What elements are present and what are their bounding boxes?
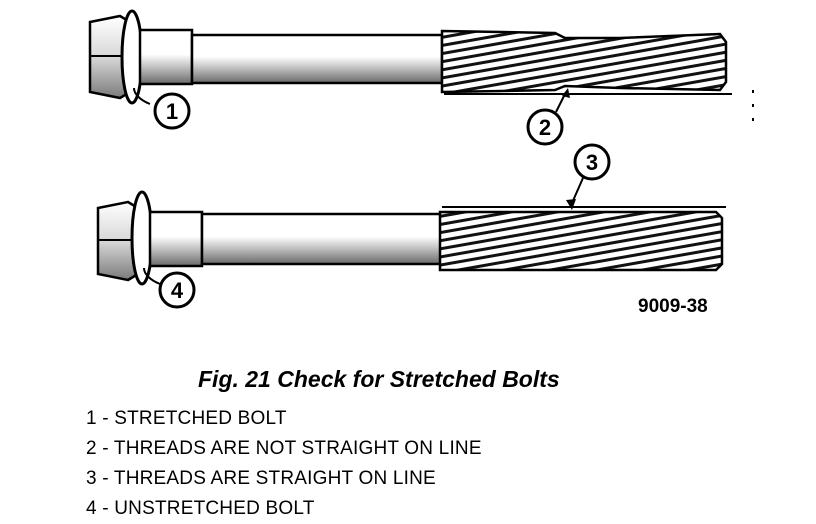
edge-marks <box>752 90 754 121</box>
svg-text:2: 2 <box>539 115 551 140</box>
unstretched-bolt <box>96 190 726 286</box>
legend-item: 4 - UNSTRETCHED BOLT <box>86 498 315 519</box>
callout-1: 1 <box>133 87 191 130</box>
callout-3: 3 <box>566 143 611 210</box>
legend-list: 1 - STRETCHED BOLT 2 - THREADS ARE NOT S… <box>86 404 482 524</box>
figure-caption: Fig. 21 Check for Stretched Bolts <box>198 366 560 392</box>
svg-text:1: 1 <box>166 99 178 124</box>
svg-text:3: 3 <box>586 150 598 175</box>
legend-item: 1 - STRETCHED BOLT <box>86 408 287 429</box>
legend-item: 2 - THREADS ARE NOT STRAIGHT ON LINE <box>86 438 482 459</box>
legend-item: 3 - THREADS ARE STRAIGHT ON LINE <box>86 468 436 489</box>
part-number: 9009-38 <box>638 296 708 317</box>
svg-text:4: 4 <box>171 278 184 303</box>
callout-4: 4 <box>143 267 196 309</box>
callout-2: 2 <box>526 88 570 146</box>
stretched-bolt <box>88 9 732 105</box>
